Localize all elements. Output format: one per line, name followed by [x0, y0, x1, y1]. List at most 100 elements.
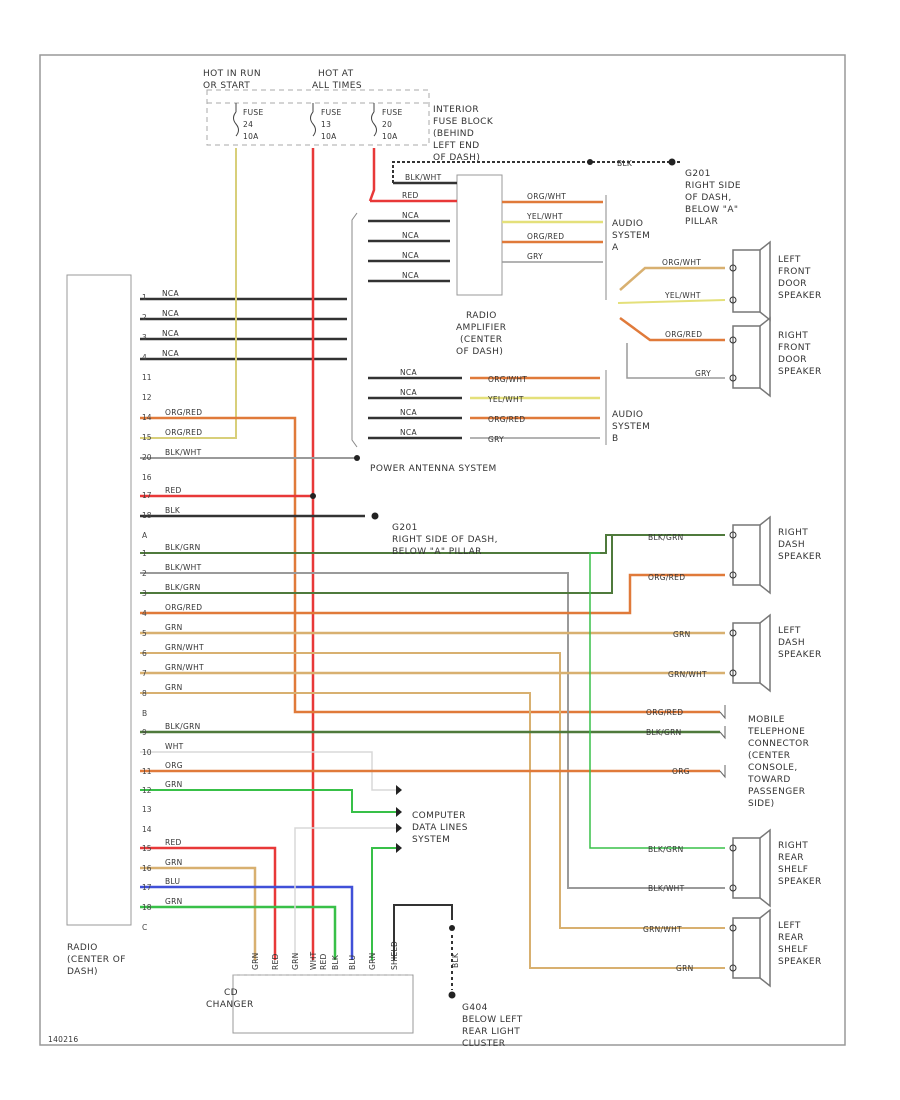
audio-b-line-2: SYSTEM: [612, 422, 650, 432]
fuse-24-feed-wire: [140, 148, 237, 439]
radio-unit: [66, 274, 132, 926]
radio-pin-18-wire: BLK: [165, 506, 181, 515]
cd-pin-wire-5: RED: [319, 953, 328, 970]
radio-label-3: DASH): [67, 967, 98, 977]
audio-a-line-1: AUDIO: [612, 219, 643, 229]
ground-mid-line-3: BELOW "A" PILLAR: [392, 547, 482, 557]
mobile-label-2: TELEPHONE: [747, 727, 805, 737]
mobile-label-3: CONNECTOR: [748, 739, 809, 749]
radio-pin-a2: 2: [142, 569, 147, 578]
radio-pin-17-wire: RED: [165, 486, 182, 495]
amp-input-wire-6: NCA: [402, 271, 419, 280]
left-front-speaker-label-1: LEFT: [778, 255, 801, 265]
amplifier-label-2: AMPLIFIER: [456, 323, 506, 333]
radio-pin-b13: 13: [142, 805, 152, 814]
left-front-speaker-label-4: SPEAKER: [778, 291, 822, 301]
cd-pin-wire-9: SHIELD: [390, 941, 399, 970]
radio-pin-16: 16: [142, 473, 152, 482]
audio-b-line-3: B: [612, 434, 619, 444]
mobile-label-1: MOBILE: [748, 715, 785, 725]
radio-pin-b15: 15: [142, 844, 152, 853]
mobile-telephone-connector: ORG/RED BLK/GRN ORG MOBILE TELEPHONE CON…: [646, 705, 809, 809]
amplifier-label-4: OF DASH): [456, 347, 503, 357]
ground-bottom-line-4: CLUSTER: [462, 1039, 505, 1049]
ground-mid-line-2: RIGHT SIDE OF DASH,: [392, 535, 498, 545]
audio-a-line-2: SYSTEM: [612, 231, 650, 241]
radio-pin-2: 2: [142, 313, 147, 322]
hot-in-run-label-1: HOT IN RUN: [203, 69, 261, 79]
amp-input-wire-4: NCA: [402, 231, 419, 240]
radio-pin-b15-wire: RED: [165, 838, 182, 847]
fuse-20: FUSE 20 10A: [371, 103, 402, 141]
fuse-13: FUSE 13 10A: [310, 103, 341, 141]
radio-pin-labels: 1 2 3 4 11 12 14 ORG/RED 15 ORG/RED 20 B…: [142, 293, 204, 932]
cd-pin-wire-4: WHT: [309, 951, 318, 970]
amp-lower-out-4: GRY: [488, 435, 504, 444]
radio-pin-a6: 6: [142, 649, 147, 658]
right-front-speaker-label-3: DOOR: [778, 355, 807, 365]
amp-lower-out-2: YEL/WHT: [487, 395, 524, 404]
radio-pin-a7-wire: GRN/WHT: [165, 663, 204, 672]
radio-pin-a3-wire: BLK/GRN: [165, 583, 201, 592]
audio-system-b: AUDIO SYSTEM B: [605, 370, 650, 445]
fuse-block-outline: [206, 89, 430, 146]
cd-pin-wire-8: GRN: [368, 952, 377, 970]
ground-top-line-5: PILLAR: [685, 217, 718, 227]
left-front-speaker-label-2: FRONT: [778, 267, 811, 277]
radio-pin-b12-wire: GRN: [165, 780, 183, 789]
radio-pin-14: 14: [142, 413, 152, 422]
radio-pin-b10: 10: [142, 748, 152, 757]
left-rear-wire-1: GRN/WHT: [643, 925, 682, 934]
radio-harness-wire-1: NCA: [162, 289, 179, 298]
radio-pin-20: 20: [142, 453, 152, 462]
mobile-label-7: PASSENGER: [748, 787, 805, 797]
power-antenna-label: POWER ANTENNA SYSTEM: [370, 464, 497, 474]
radio-pin-15-wire: ORG/RED: [165, 428, 202, 437]
fuse-24-number: 24: [243, 120, 253, 129]
right-dash-speaker-label-3: SPEAKER: [778, 552, 822, 562]
right-front-speaker-label-1: RIGHT: [778, 331, 808, 341]
left-rear-speaker-label-4: SPEAKER: [778, 957, 822, 967]
left-front-speaker-label-3: DOOR: [778, 279, 807, 289]
radio-pin-11: 11: [142, 373, 152, 382]
ground-bottom-line-1: G404: [462, 1003, 488, 1013]
radio-pin-b17-wire: BLU: [165, 877, 180, 886]
front-right-wire-1: ORG/RED: [665, 330, 702, 339]
radio-pin-a6-wire: GRN/WHT: [165, 643, 204, 652]
front-left-wire-1: ORG/WHT: [662, 258, 701, 267]
right-rear-speaker-label-2: REAR: [778, 853, 804, 863]
radio-pin-wires: [140, 416, 725, 999]
left-dash-wire-2: GRN/WHT: [668, 670, 707, 679]
radio-pin-a2-wire: BLK/WHT: [165, 563, 202, 572]
radio-pin-a7: 7: [142, 669, 147, 678]
mobile-wire-2: BLK/GRN: [646, 728, 682, 737]
amp-lower-out-3: ORG/RED: [488, 415, 525, 424]
radio-pin-a3: 3: [142, 589, 147, 598]
cd-pin-wire-7: BLU: [348, 955, 357, 970]
fuse-block-location-3: (BEHIND: [433, 129, 474, 139]
mobile-wire-1: ORG/RED: [646, 708, 683, 717]
radio-pin-14-wire: ORG/RED: [165, 408, 202, 417]
radio-amplifier: BLK/WHT RED NCA NCA NCA NCA ORG/WHT YEL/…: [368, 173, 603, 357]
ground-bottom-line-2: BELOW LEFT: [462, 1015, 523, 1025]
left-dash-speaker-label-3: SPEAKER: [778, 650, 822, 660]
radio-label-2: (CENTER OF: [67, 955, 126, 965]
radio-pin-15: 15: [142, 433, 152, 442]
amp-output-wire-4: GRY: [527, 252, 543, 261]
radio-pin-b9-wire: BLK/GRN: [165, 722, 201, 731]
right-rear-speaker-label-1: RIGHT: [778, 841, 808, 851]
fuse-block: HOT IN RUN OR START HOT AT ALL TIMES FUS…: [203, 69, 493, 163]
computer-data-label-2: DATA LINES: [412, 823, 468, 833]
radio-pin-a4-wire: ORG/RED: [165, 603, 202, 612]
radio-pin-17: 17: [142, 491, 152, 500]
radio-pin-a1: 1: [142, 549, 147, 558]
front-left-wire-2: YEL/WHT: [664, 291, 701, 300]
amp-output-wire-3: ORG/RED: [527, 232, 564, 241]
right-dash-speaker: BLK/GRN ORG/RED RIGHT DASH SPEAKER: [648, 515, 822, 595]
cd-pin-wire-6: BLK: [331, 954, 340, 970]
hot-at-all-times-label-1: HOT AT: [318, 69, 354, 79]
radio-pin-a5-wire: GRN: [165, 623, 183, 632]
radio-pin-12: 12: [142, 393, 152, 402]
left-front-door-speaker: LEFT FRONT DOOR SPEAKER: [729, 240, 822, 322]
front-right-wire-2: GRY: [695, 369, 711, 378]
